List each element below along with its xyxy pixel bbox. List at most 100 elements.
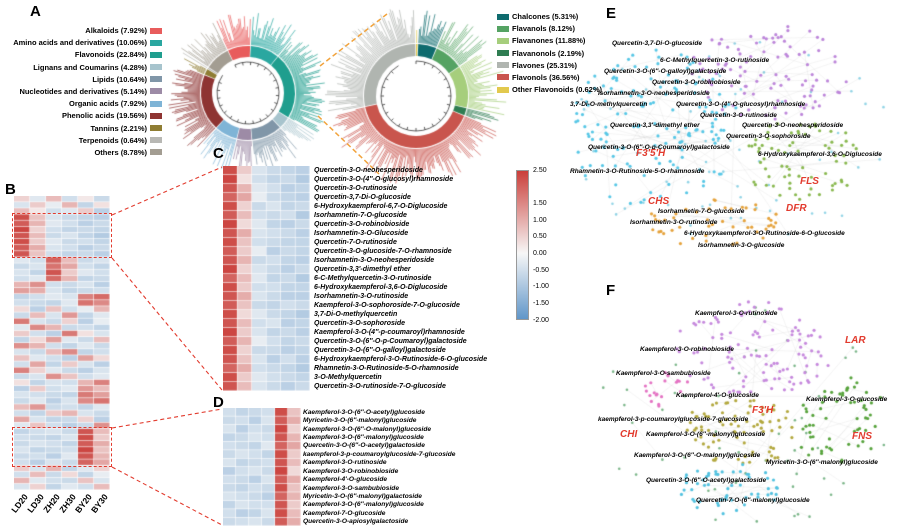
heatmap-row-label: Quercetin-3-O-apiosylgalactoside (303, 518, 409, 526)
heatmap-row-label: Isorhamnetin-3-O-rutinoside (314, 293, 409, 300)
heatmap-row-label: 3-O-Methylquercetin (314, 374, 382, 381)
heatmap-row-label: Quercetin-3-O-(6″-O-p-Coumaroyl)galactos… (314, 338, 467, 345)
heatmap-row-label: 6-Hydroxykaempferol-3,6-O-Diglucoside (314, 284, 448, 291)
legend-label: Flavonoids (22.84%) (74, 50, 147, 60)
heatmap-row-label: Kaempferol-3-O-(6″-malonyl)glucoside (303, 433, 424, 441)
legend-swatch (150, 51, 162, 58)
heatmap-column-label: ZH30 (57, 492, 78, 515)
heatmap-row-label: Quercetin-3-O-rutinoside-7-O-glucoside (314, 383, 446, 390)
heatmap-row-label: Quercetin-7-O-rutinoside (314, 239, 397, 246)
legend-item: Flavanones (11.88%) (497, 36, 617, 45)
heatmap-row-label: Kaempferol-3-O-sambubioside (303, 484, 399, 492)
legend-item: Flavonols (36.56%) (497, 73, 617, 82)
metabolite-class-legend: Alkaloids (7.92%)Amino acids and derivat… (6, 26, 162, 157)
heatmap-row-label: Quercetin-3-O-sophoroside (314, 320, 406, 327)
legend-label: Chalcones (5.31%) (512, 12, 579, 21)
colorbar-tick: 0.00 (533, 249, 547, 257)
colorbar-tick: 1.50 (533, 199, 547, 207)
heatmap-row-label: Kaempferol-3-O-robinobioside (303, 467, 399, 475)
legend-item: Flavanols (8.12%) (497, 24, 617, 33)
legend-item: Other Flavonoids (0.62%) (497, 85, 617, 94)
heatmap-row-label: Rhamnetin-3-O-Rutinoside-5-O-rhamnoside (314, 365, 459, 372)
legend-label: Flavones (25.31%) (512, 60, 578, 70)
heatmap-row-label: Quercetin-3,3′-dimethyl ether (314, 266, 411, 273)
heatmap-row-label: Quercetin-3-O-robinobioside (314, 221, 410, 228)
heatmap-row-label: 3,7-Di-O-methylquercetin (314, 311, 398, 318)
colorbar-tick: -2.00 (533, 316, 549, 324)
legend-item: Phenolic acids (19.56%) (6, 111, 162, 120)
legend-swatch (150, 125, 162, 131)
panel-label-f: F (606, 282, 616, 299)
legend-swatch (150, 149, 162, 156)
legend-label: Flavonols (36.56%) (512, 72, 580, 82)
legend-item: Tannins (2.21%) (6, 124, 162, 133)
heatmap-row-label: Kaempferol-3-O-rutinoside (303, 459, 387, 467)
legend-label: Flavanonols (2.19%) (512, 48, 585, 58)
legend-item: Others (8.78%) (6, 148, 162, 157)
heatmap-row-label: 6-Hydroxykaempferol-6,7-O-Diglucoside (314, 203, 448, 210)
heatmap-column-label: LD20 (9, 492, 30, 515)
legend-label: Organic acids (7.92%) (69, 99, 147, 109)
heatmap-row-label: Quercetin-3,7-Di-O-glucoside (314, 194, 411, 201)
legend-item: Flavanonols (2.19%) (497, 49, 617, 58)
legend-label: Tannins (2.21%) (90, 123, 147, 133)
legend-swatch (497, 13, 509, 20)
legend-label: Other Flavonoids (0.62%) (512, 85, 603, 95)
heatmap-column-label: BY30 (88, 492, 110, 515)
legend-swatch (150, 27, 162, 34)
heatmap-row-label: 6-Hydroxykaempferol-3-O-Rutinoside-6-O-g… (314, 356, 488, 363)
legend-swatch (497, 37, 509, 44)
legend-label: Lipids (10.64%) (92, 74, 147, 84)
legend-swatch (150, 112, 162, 119)
colorbar-tick: 1.00 (533, 216, 547, 224)
heatmap-row-label: Kaempferol-3-O-(6″-O-acetyl)glucoside (303, 408, 425, 416)
legend-label: Alkaloids (7.92%) (85, 26, 147, 35)
heatmap-row-label: Isorhamnetin-3-O-Glucoside (314, 230, 409, 237)
network-e-canvas (560, 12, 900, 277)
heatmap-row-label: Myricetin-3-O-(6″-malonyl)glucoside (303, 417, 417, 425)
panel-label-c: C (213, 145, 224, 162)
legend-label: Lignans and Coumarins (4.28%) (33, 62, 147, 72)
colorbar-tick: -0.50 (533, 266, 549, 274)
legend-label: Nucleotides and derivatives (5.14%) (19, 86, 147, 96)
legend-item: Chalcones (5.31%) (497, 12, 617, 21)
legend-item: Flavones (25.31%) (497, 61, 617, 70)
panel-label-d: D (213, 394, 224, 411)
heatmap-row-label: Kaempferol-7-O-glucoside (303, 509, 386, 517)
heatmap-b-highlight-region-c (12, 213, 112, 258)
legend-item: Lipids (10.64%) (6, 75, 162, 84)
flavonoid-subclasses-circular-plot (322, 2, 510, 190)
heatmap-row-label: Kaempferol-3-O-(6″-malonyl)glucoside (303, 501, 424, 509)
legend-label: Others (8.78%) (94, 147, 147, 157)
panel-label-e: E (606, 5, 617, 22)
legend-swatch (497, 74, 509, 81)
legend-label: Terpenoids (0.64%) (78, 135, 147, 145)
legend-swatch (150, 64, 162, 71)
colorbar-tick: -1.50 (533, 299, 549, 307)
panel-label-b: B (5, 181, 16, 198)
panel-label-a: A (30, 3, 41, 20)
heatmap-row-label: Quercetin-3-O-(6″-O-galloyl)galactoside (314, 347, 446, 354)
heatmap-row-label: Kaempferol-4′-O-glucoside (303, 476, 388, 484)
heatmap-c-canvas (223, 166, 310, 391)
legend-item: Terpenoids (0.64%) (6, 136, 162, 145)
legend-label: Phenolic acids (19.56%) (61, 111, 147, 121)
heatmap-colorbar (516, 170, 529, 320)
legend-swatch (150, 39, 162, 46)
legend-swatch (150, 88, 162, 95)
network-f-canvas (585, 295, 900, 527)
heatmap-column-label: BY20 (72, 492, 94, 515)
legend-swatch (497, 86, 509, 93)
heatmap-column-label: LD30 (25, 492, 46, 515)
legend-swatch (497, 50, 509, 57)
legend-item: Alkaloids (7.92%) (6, 26, 162, 35)
heatmap-d-canvas (223, 408, 301, 526)
heatmap-row-label: Quercetin-3-O-(4″-O-glucosyl)rhamnoside (314, 176, 454, 183)
heatmap-row-label: Quercetin-3-O-(6″-O-acetyl)galactoside (303, 442, 425, 450)
heatmap-row-label: Myricetin-3-O-(6″-malonyl)galactoside (303, 492, 422, 500)
legend-item: Flavonoids (22.84%) (6, 50, 162, 59)
flavonoid-subclass-legend: Chalcones (5.31%) Flavanols (8.12%) Flavan… (497, 12, 617, 94)
heatmap-row-label: Quercetin-3-O-rutinoside (314, 185, 397, 192)
heatmap-row-label: 6-C-Methylquercetin-3-O-rutinoside (314, 275, 432, 282)
